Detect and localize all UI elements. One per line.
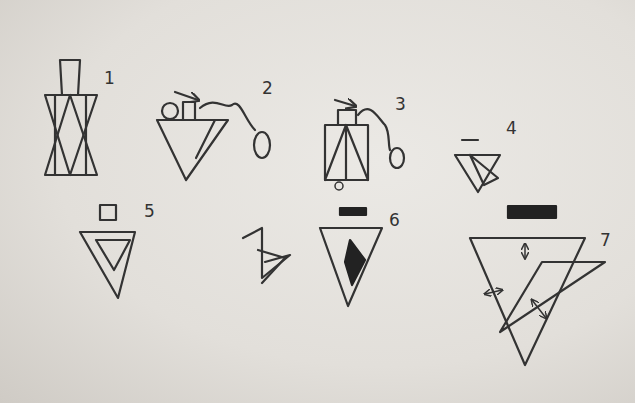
figure-seven xyxy=(470,206,605,365)
callout-number: 1 xyxy=(104,70,115,87)
callout-number: 4 xyxy=(506,120,517,137)
callout-number: 3 xyxy=(395,96,406,113)
figure-six xyxy=(320,208,382,306)
callout-number: 6 xyxy=(389,212,400,229)
callout-number: 7 xyxy=(600,232,611,249)
figure-one xyxy=(45,60,97,175)
callout-number: 5 xyxy=(144,203,155,220)
figure-two xyxy=(157,92,270,180)
figure-five xyxy=(80,205,135,298)
figure-sketch xyxy=(243,228,290,283)
callout-number: 2 xyxy=(262,80,273,97)
figure-four xyxy=(455,140,500,192)
figure-three xyxy=(325,100,404,190)
